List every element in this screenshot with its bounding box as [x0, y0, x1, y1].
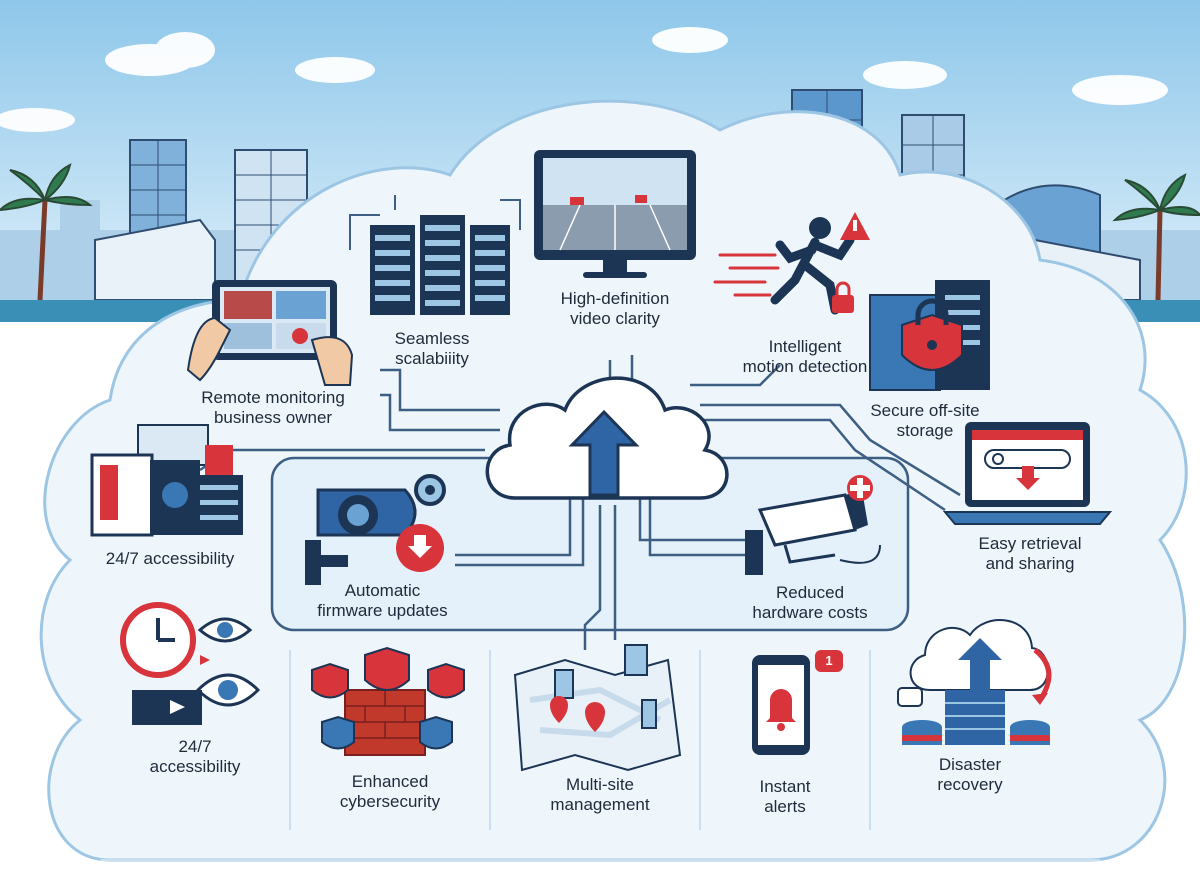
- server-rack-icon: [349, 195, 521, 315]
- monitor-icon: [534, 150, 696, 278]
- clock-eye-icon: [120, 602, 261, 725]
- cloud-database-icon: [897, 619, 1052, 745]
- tablet-icon: [186, 280, 354, 386]
- laptop-download-icon: [942, 422, 1113, 525]
- bottom-dividers: [289, 650, 871, 830]
- firewall-shield-icon: [311, 646, 465, 756]
- palm-tree-icon: [0, 163, 1200, 301]
- label-accessibility-top: 24/7 accessibility: [105, 549, 235, 568]
- map-pin-icon: [513, 644, 682, 772]
- server-stack-icon: [90, 424, 243, 537]
- phone-bell-icon: [752, 650, 843, 755]
- lock-server-icon: [869, 280, 990, 391]
- cloud-upload-icon: [485, 376, 729, 500]
- camera-gear-icon: [305, 474, 446, 585]
- running-person-icon: [713, 212, 870, 315]
- connector-lines: [199, 355, 961, 650]
- sky-cloud-icon: [0, 27, 1168, 132]
- cctv-camera-icon: [745, 475, 881, 575]
- alert-count-badge: 1: [825, 653, 833, 668]
